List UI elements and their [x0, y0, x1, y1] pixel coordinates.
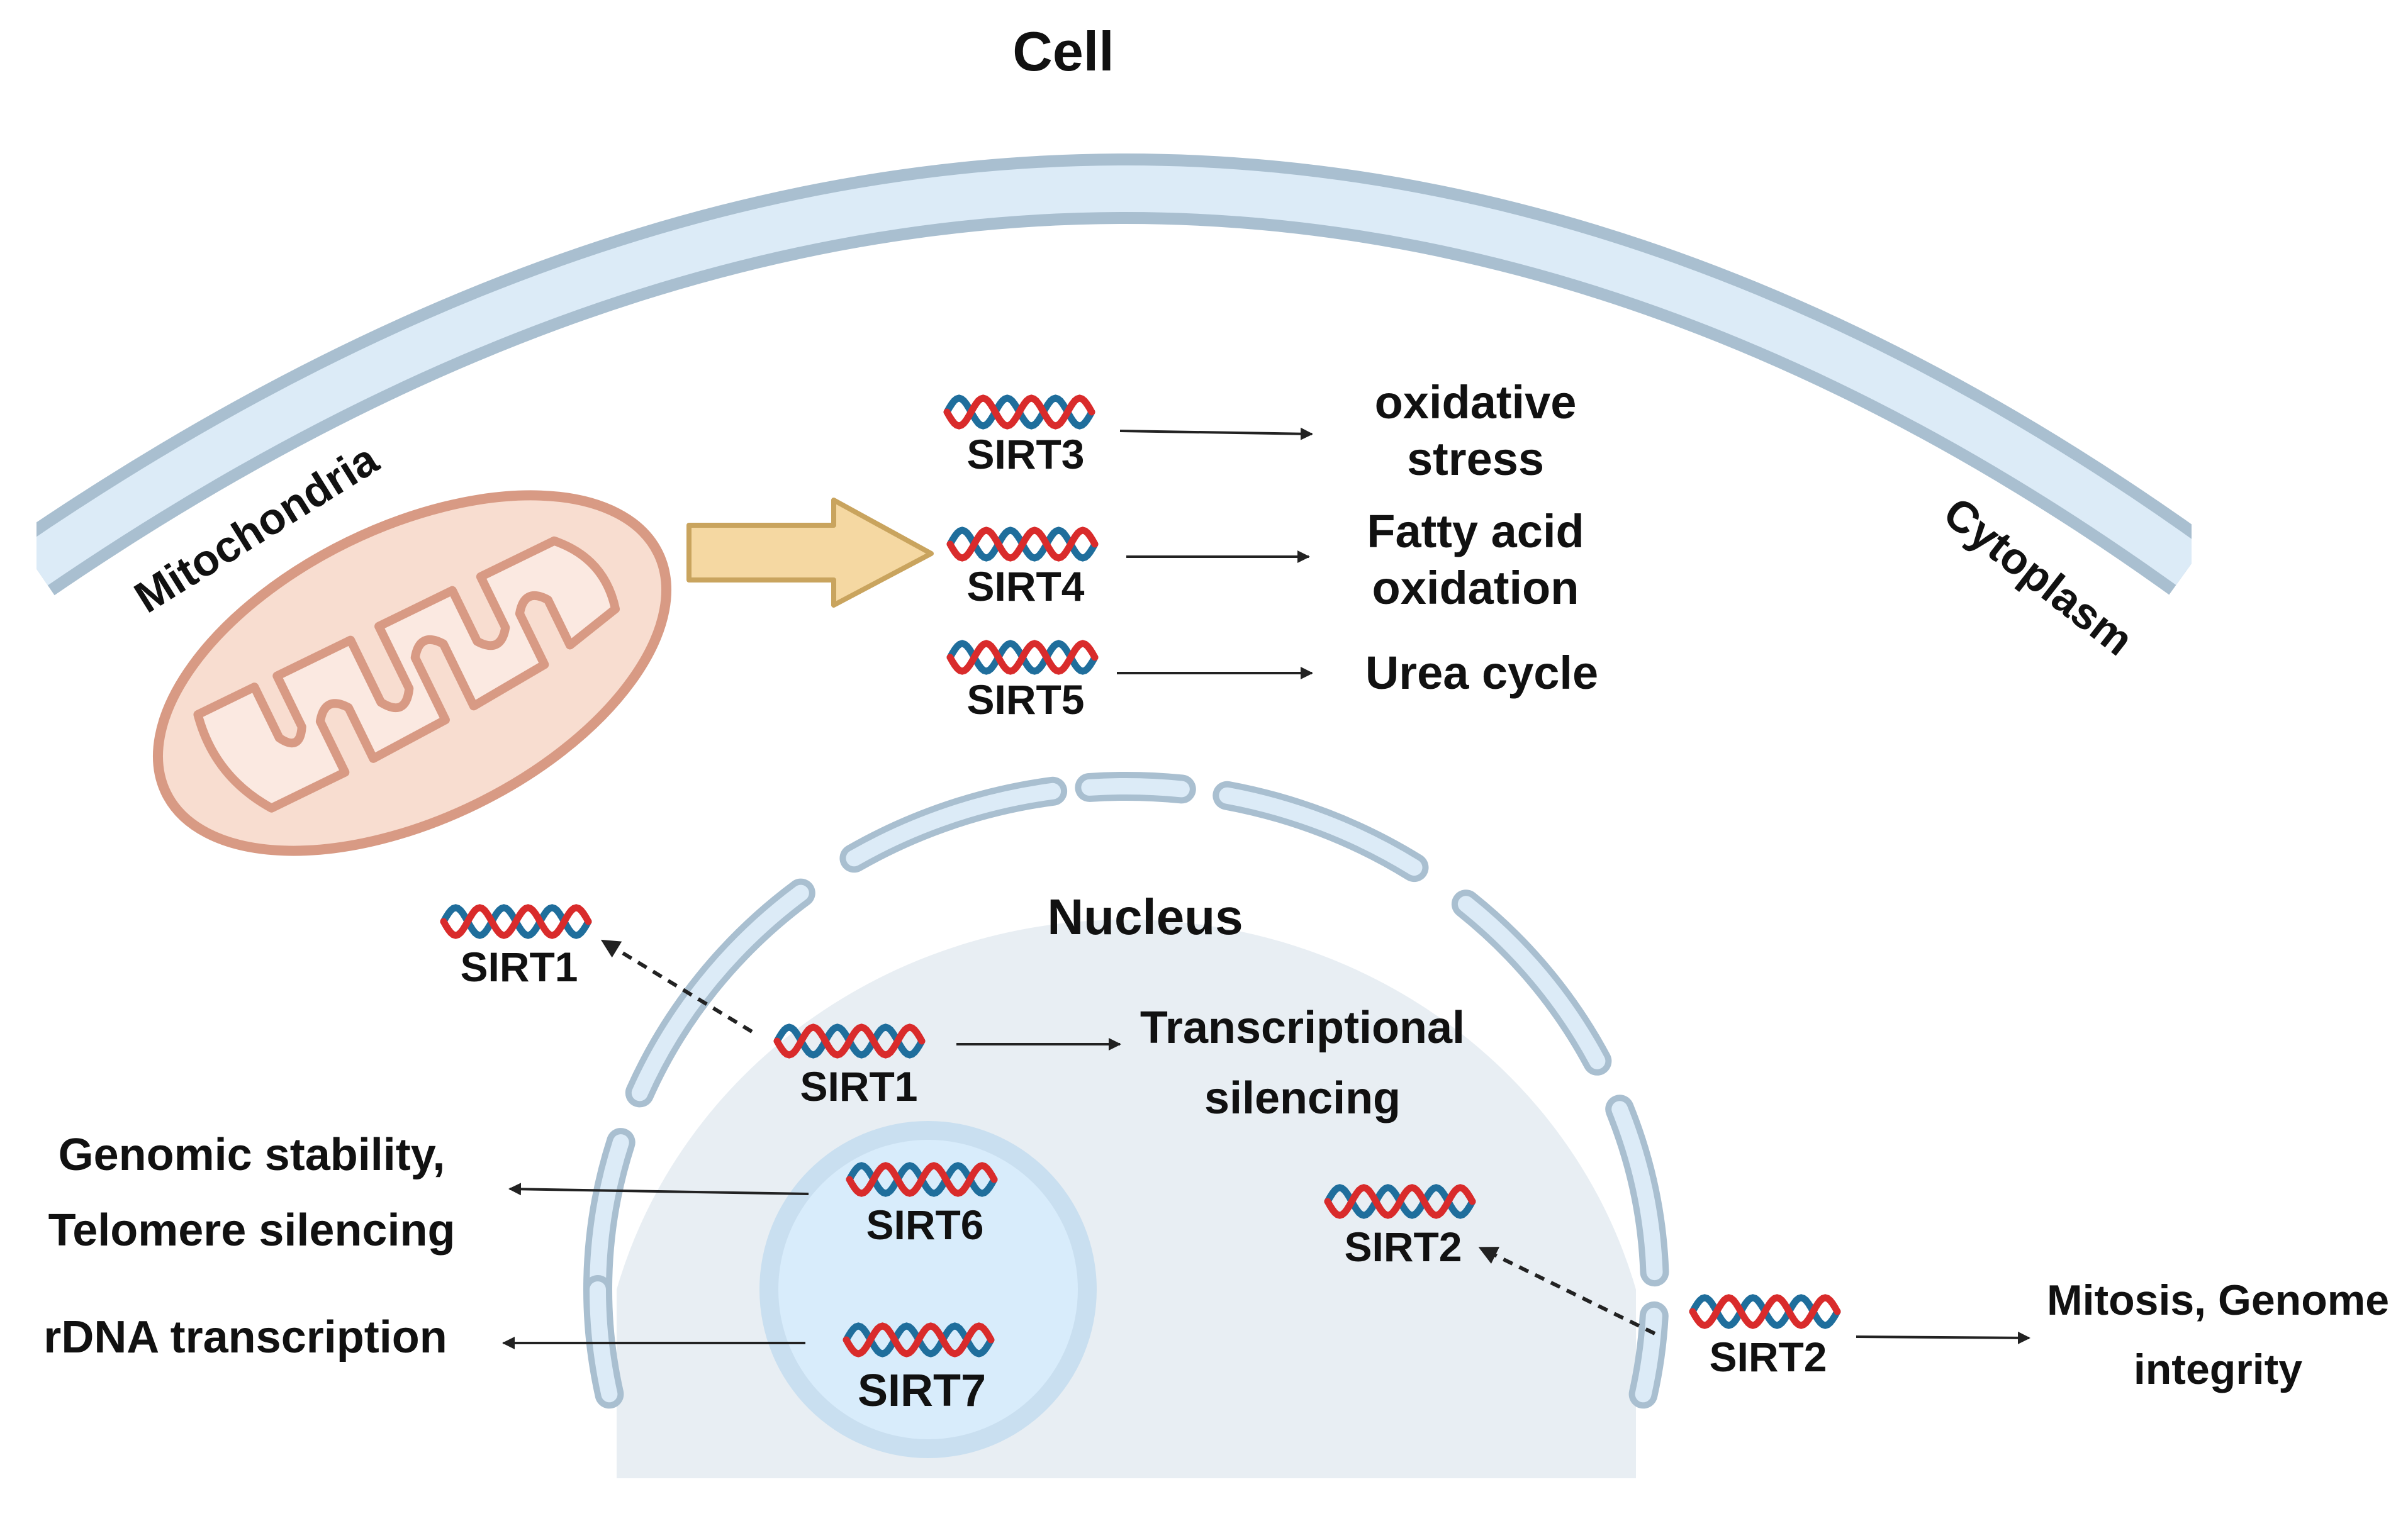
dna-strand-red [943, 394, 1095, 430]
sirt5-label: SIRT5 [966, 676, 1084, 723]
mitochondrion [153, 490, 671, 856]
dna-helix-icon [946, 640, 1099, 675]
dna-strand-red [773, 1023, 926, 1059]
sirt4-function-line2: oxidation [1372, 562, 1579, 614]
nuclear-envelope-lumen [1611, 1101, 1663, 1281]
membrane-right-mask [2192, 478, 2408, 679]
nuclear-envelope-lumen [1457, 896, 1606, 1069]
dna-strand-red [1689, 1294, 1841, 1329]
dna-strand-red [946, 640, 1099, 675]
sirt3-label: SIRT3 [966, 431, 1084, 477]
nucleolus [778, 1140, 1078, 1439]
sirt4-gene: SIRT4 [946, 527, 1099, 610]
sirt2-cytoplasmic-label: SIRT2 [1709, 1334, 1827, 1380]
dna-helix-icon [773, 1023, 926, 1059]
dna-helix-icon [943, 394, 1095, 430]
sirt7-gene: SIRT7 [843, 1322, 995, 1416]
dna-strand-red [1324, 1184, 1476, 1219]
sirt6-function-line1: Genomic stability, [59, 1130, 445, 1180]
dna-strand-red [846, 1162, 998, 1197]
arrow-sirt1-export [600, 939, 753, 1034]
arrow-sirt2-mitosis [1856, 1331, 2030, 1344]
dna-helix-icon [1324, 1184, 1476, 1219]
sirt1-label: SIRT1 [800, 1063, 917, 1110]
nuclear-envelope-lumen [631, 884, 809, 1101]
nuclear-envelope-lumen [1081, 778, 1190, 798]
sirt7-function: rDNA transcription [43, 1312, 447, 1363]
figure-title: Cell [1012, 20, 1114, 82]
sirt2-nuclear-label: SIRT2 [1344, 1223, 1462, 1270]
arrow-sirt3-oxidative [1119, 427, 1313, 440]
sirt1-gene: SIRT1 [773, 1023, 926, 1110]
sirt3-function-line1: oxidative [1375, 376, 1577, 428]
cell-membrane [14, 153, 2210, 596]
dna-helix-icon [843, 1322, 995, 1357]
sirt6-function-line2: Telomere silencing [48, 1205, 456, 1256]
nuclear-envelope-lumen [590, 1134, 629, 1298]
nucleus-body [617, 919, 1636, 1478]
sirt4-label: SIRT4 [966, 563, 1084, 610]
sirt3-function-line2: stress [1407, 433, 1544, 485]
sirt1-shuttle-gene: SIRT1 [440, 904, 592, 990]
dna-helix-icon [846, 1162, 998, 1197]
arrow-sirt2-import [1478, 1247, 1656, 1335]
mito-cristae [193, 536, 620, 813]
nuclear-envelope-lumen [1219, 787, 1423, 876]
sirt1-shuttle-label: SIRT1 [460, 944, 578, 990]
sirt1-function-line1: Transcriptional [1140, 1003, 1465, 1053]
mito-export-arrow [686, 498, 934, 608]
sirt3-gene: SIRT3 [943, 394, 1095, 477]
sirt2-nuclear-gene: SIRT2 [1324, 1184, 1476, 1270]
dna-strand-red [843, 1322, 995, 1357]
sirt6-gene: SIRT6 [846, 1162, 998, 1248]
sirt2-function-line2: integrity [2134, 1346, 2302, 1393]
sirt2-function-line1: Mitosis, Genome [2047, 1276, 2389, 1324]
sirt5-gene: SIRT5 [946, 640, 1099, 723]
sirt2-cytoplasmic-gene: SIRT2 [1689, 1294, 1841, 1380]
dna-strand-red [946, 527, 1099, 562]
dna-helix-icon [1689, 1294, 1841, 1329]
arrow-sirt6-genomic [508, 1183, 809, 1196]
nuclear-envelope-lumen [1635, 1307, 1662, 1403]
sirt6-label: SIRT6 [866, 1201, 983, 1248]
sirt4-function-line1: Fatty acid [1367, 505, 1584, 557]
nuclear-envelope-lumen [846, 783, 1061, 867]
sirt7-label: SIRT7 [858, 1366, 986, 1416]
sirt1-function-line2: silencing [1204, 1073, 1401, 1123]
sirt5-function: Urea cycle [1365, 647, 1598, 699]
dna-helix-icon [440, 904, 592, 939]
nucleus-label: Nucleus [1047, 889, 1243, 945]
nuclear-envelope [583, 771, 1669, 1409]
dna-helix-icon [946, 527, 1099, 562]
dna-strand-red [440, 904, 592, 939]
membrane-left-mask [0, 478, 36, 629]
